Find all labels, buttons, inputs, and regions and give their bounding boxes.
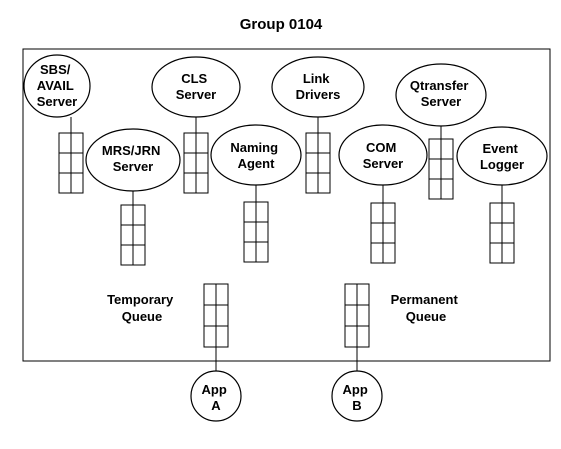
server-label-naming-line-2: Agent bbox=[238, 156, 276, 171]
server-label-mrs: MRS/JRN Server bbox=[102, 143, 164, 174]
queue-label-temporary: Temporary Queue bbox=[107, 292, 177, 324]
queue-label-temporary-line-2: Queue bbox=[122, 309, 162, 324]
server-node-link: Link Drivers bbox=[271, 56, 365, 118]
queue-grid-cls bbox=[183, 132, 209, 194]
server-label-naming-line-1: Naming bbox=[230, 140, 278, 155]
server-label-com: COM Server bbox=[363, 140, 403, 171]
queue-label-temporary-line-1: Temporary bbox=[107, 292, 174, 307]
queue-grid-sbs bbox=[58, 132, 84, 194]
queue-label-permanent-line-2: Queue bbox=[406, 309, 446, 324]
server-label-sbs: SBS/ AVAIL Server bbox=[37, 62, 77, 109]
app-label-b-line-1: App bbox=[343, 382, 368, 397]
server-node-sbs: SBS/ AVAIL Server bbox=[23, 54, 91, 118]
server-label-link: Link Drivers bbox=[296, 71, 341, 102]
app-label-a-line-2: A bbox=[211, 398, 221, 413]
queue-grid-com bbox=[370, 202, 396, 264]
queue-label-permanent-line-1: Permanent bbox=[391, 292, 459, 307]
queue-label-permanent: Permanent Queue bbox=[391, 292, 462, 324]
server-node-naming: Naming Agent bbox=[210, 124, 302, 186]
queue-grid-qtransfer bbox=[428, 138, 454, 200]
server-ellipse-cls bbox=[151, 56, 241, 118]
queue-grid-naming bbox=[243, 201, 269, 263]
app-label-b: App B bbox=[343, 382, 372, 413]
server-label-event-line-2: Logger bbox=[480, 157, 524, 172]
server-node-com: COM Server bbox=[338, 124, 428, 186]
queue-grid-temporary bbox=[203, 283, 229, 348]
server-node-mrs: MRS/JRN Server bbox=[85, 128, 181, 192]
server-label-qtransfer-line-1: Qtransfer bbox=[410, 78, 469, 93]
server-ellipse-sbs bbox=[23, 54, 91, 118]
server-label-qtransfer: Qtransfer Server bbox=[410, 78, 472, 109]
server-ellipse-mrs bbox=[85, 128, 181, 192]
diagram-title: Group 0104 bbox=[240, 16, 323, 33]
server-label-qtransfer-line-2: Server bbox=[421, 94, 461, 109]
server-node-qtransfer: Qtransfer Server bbox=[395, 63, 487, 127]
server-label-mrs-line-2: Server bbox=[113, 159, 153, 174]
server-ellipse-event bbox=[456, 126, 548, 186]
server-label-sbs-line-2: AVAIL bbox=[37, 78, 74, 93]
server-label-com-line-2: Server bbox=[363, 156, 403, 171]
server-label-cls-line-2: Server bbox=[176, 87, 216, 102]
queue-grid-link bbox=[305, 132, 331, 194]
server-label-sbs-line-1: SBS/ bbox=[40, 62, 71, 77]
server-label-cls-line-1: CLS bbox=[181, 71, 207, 86]
server-label-cls: CLS Server bbox=[176, 71, 216, 102]
app-label-a: App A bbox=[202, 382, 231, 413]
queue-grids bbox=[58, 132, 515, 348]
app-label-b-line-2: B bbox=[352, 398, 361, 413]
app-node-a: App A bbox=[190, 370, 242, 422]
queue-grid-mrs bbox=[120, 204, 146, 266]
app-circle-a bbox=[190, 370, 242, 422]
server-label-event: Event Logger bbox=[480, 141, 524, 172]
server-node-cls: CLS Server bbox=[151, 56, 241, 118]
server-ellipse-link bbox=[271, 56, 365, 118]
server-label-event-line-1: Event bbox=[482, 141, 518, 156]
server-label-mrs-line-1: MRS/JRN bbox=[102, 143, 161, 158]
app-node-b: App B bbox=[331, 370, 383, 422]
app-label-a-line-1: App bbox=[202, 382, 227, 397]
server-ellipse-com bbox=[338, 124, 428, 186]
server-label-sbs-line-3: Server bbox=[37, 94, 77, 109]
group-boundary bbox=[22, 48, 551, 362]
server-label-naming: Naming Agent bbox=[230, 140, 281, 171]
server-label-link-line-1: Link bbox=[303, 71, 330, 86]
app-circle-b bbox=[331, 370, 383, 422]
server-ellipse-qtransfer bbox=[395, 63, 487, 127]
server-label-com-line-1: COM bbox=[366, 140, 396, 155]
queue-grid-event bbox=[489, 202, 515, 264]
server-node-event: Event Logger bbox=[456, 126, 548, 186]
queue-grid-permanent bbox=[344, 283, 370, 348]
server-label-link-line-2: Drivers bbox=[296, 87, 341, 102]
server-ellipse-naming bbox=[210, 124, 302, 186]
